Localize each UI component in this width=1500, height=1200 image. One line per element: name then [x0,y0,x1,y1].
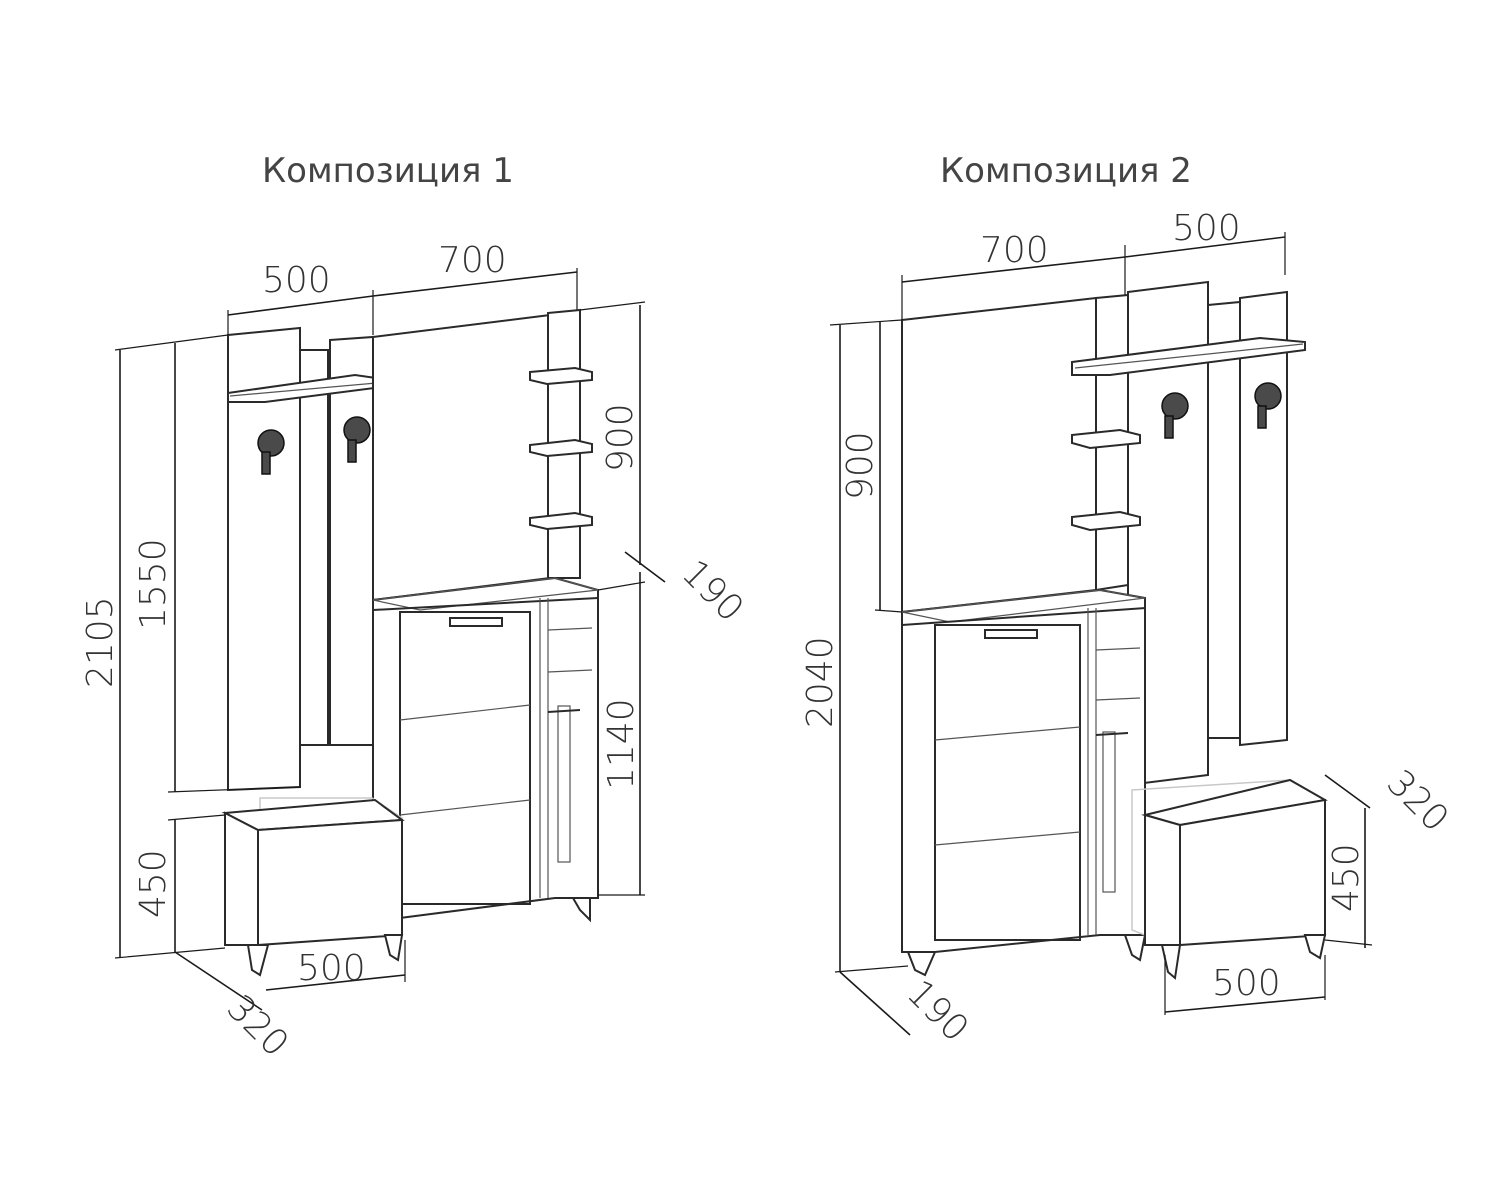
dim-total-height: 2105 [80,596,121,688]
dim-mirror-width: 700 [438,240,507,281]
back-panel [299,349,329,746]
tall-panel-middle [329,335,374,746]
tall-panel-right [1239,290,1288,747]
shelf [1071,428,1141,450]
dim-panel-width: 500 [262,260,331,301]
bench [221,797,405,977]
shoe-cabinet [372,576,599,943]
dim-bench-width: 500 [1212,963,1281,1004]
dim-panel-width: 500 [1172,208,1241,249]
dim-cabinet-depth: 190 [674,552,752,630]
mirror [901,296,1097,614]
dim-mirror-height: 900 [600,403,641,472]
hook-icon [1161,382,1282,439]
composition-1: Композиция 1 [80,151,751,1065]
shelf [529,438,593,458]
composition-1-title: Композиция 1 [262,151,514,191]
dim-panel-height: 1550 [133,538,174,630]
composition-2: Композиция 2 [800,151,1456,1050]
dim-mirror-height: 900 [840,431,881,500]
back-panel [1207,300,1241,739]
dim-bench-depth: 320 [219,987,297,1065]
dim-bench-height: 450 [1326,843,1367,912]
dim-total-height: 2040 [800,636,841,728]
shelf [529,511,593,531]
composition-2-title: Композиция 2 [940,151,1192,191]
dim-cabinet-height: 1140 [601,698,642,790]
dim-cabinet-depth: 190 [899,972,977,1050]
dim-bench-width: 500 [297,948,366,989]
hook-icon [257,416,371,475]
dim-bench-height: 450 [133,849,174,918]
shelf [529,366,593,386]
mirror [372,313,551,602]
shelf [1071,510,1141,532]
dim-bench-depth: 320 [1379,762,1457,840]
shoe-cabinet [901,588,1147,977]
dimensions-2: 700 500 900 2040 190 320 450 [800,208,1456,1050]
bench [1131,778,1328,980]
dim-mirror-width: 700 [980,230,1049,271]
